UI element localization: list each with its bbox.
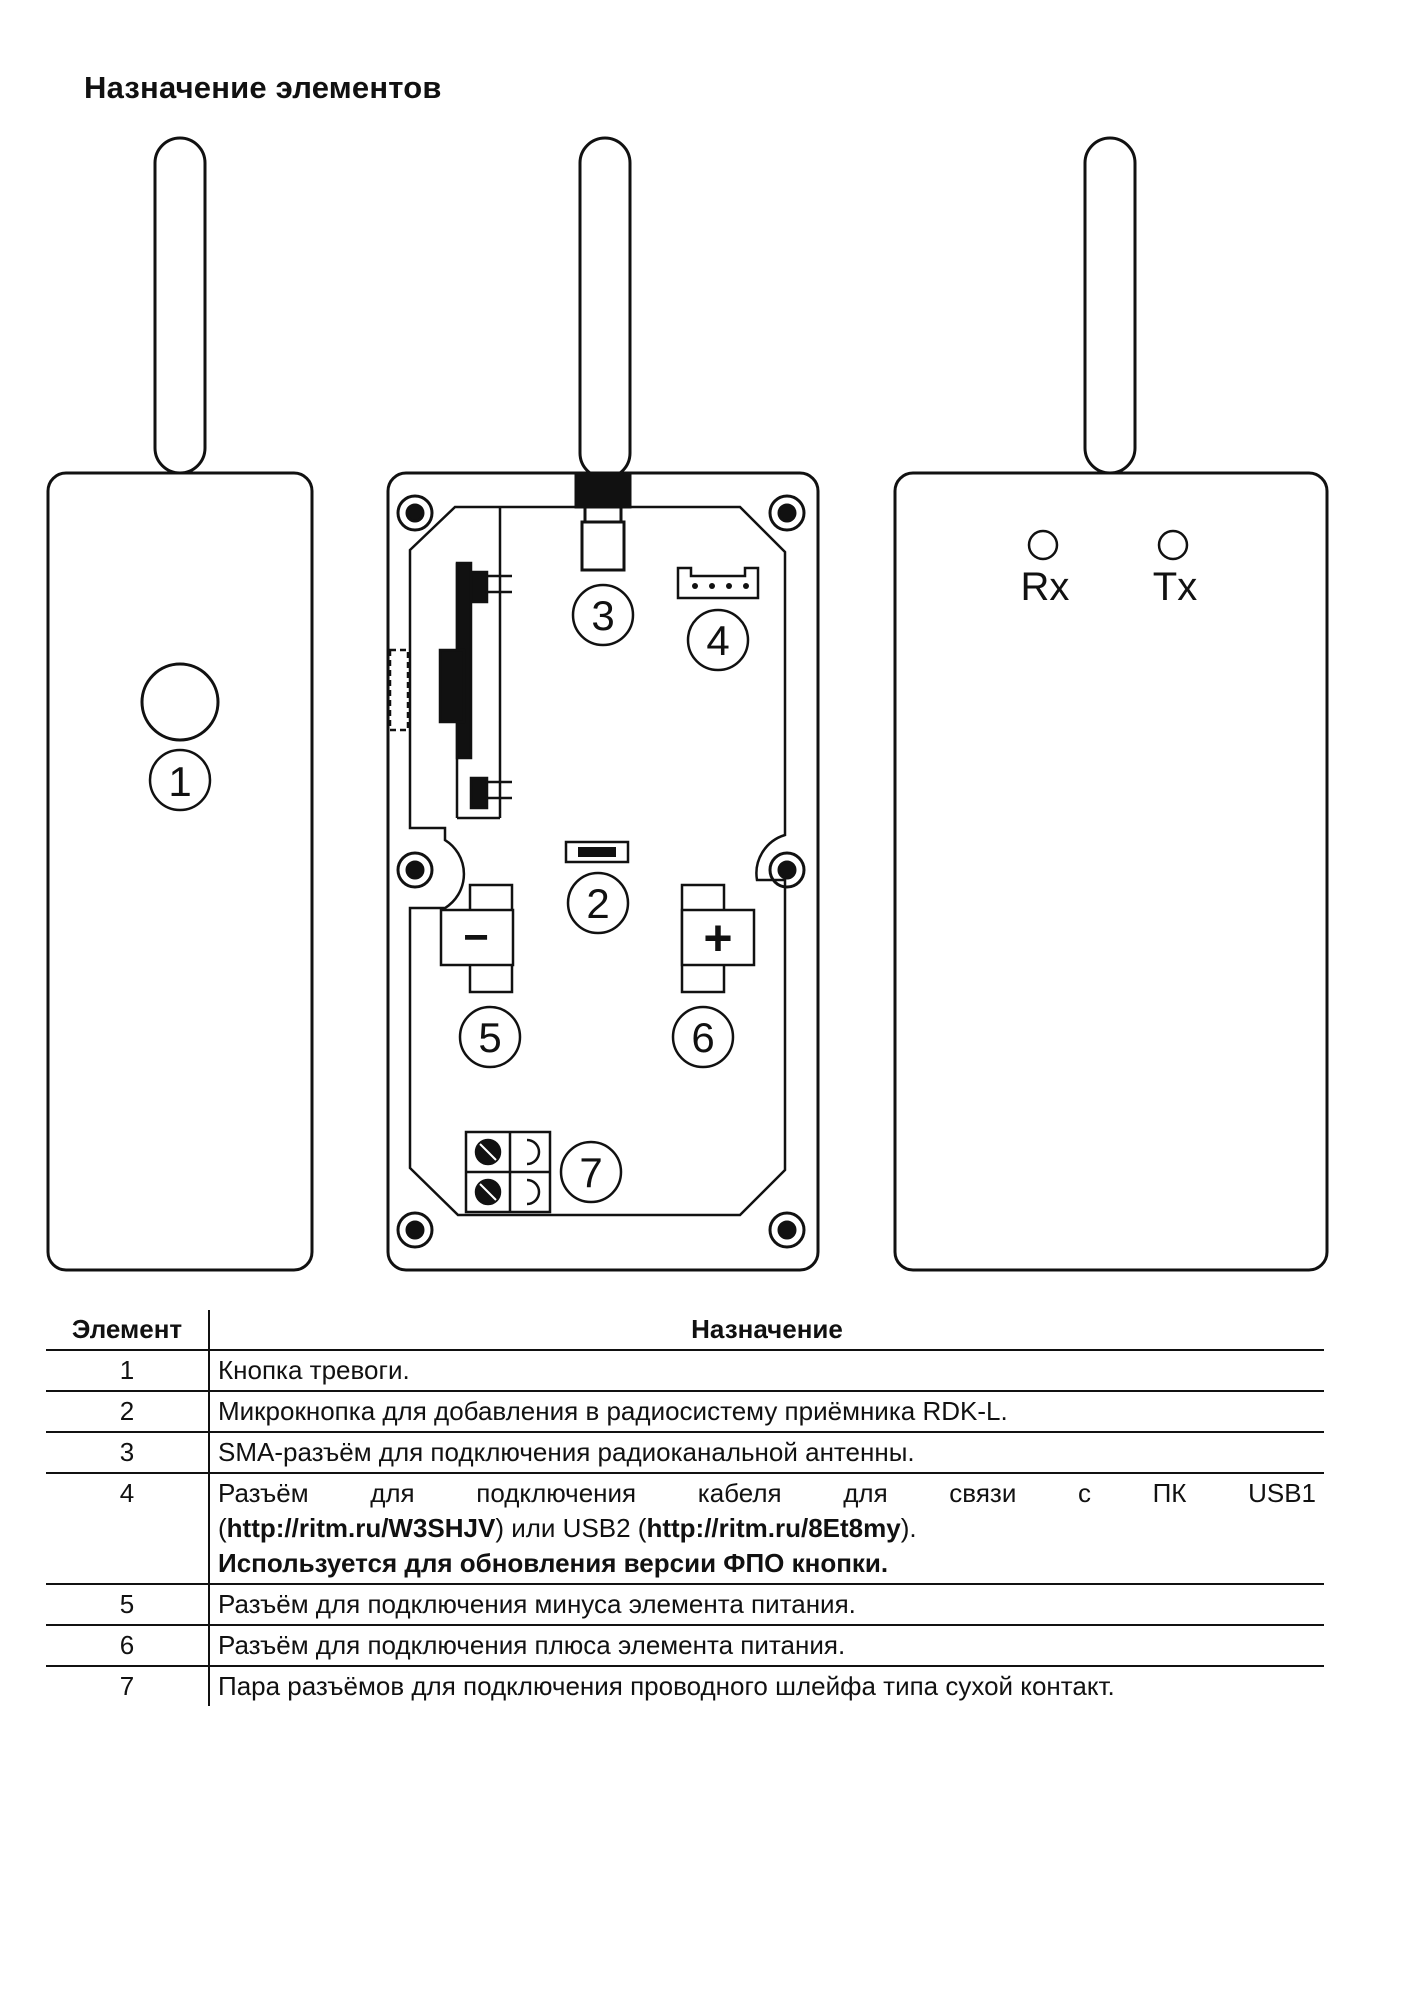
device-diagram: 1	[46, 136, 1329, 1272]
row-number: 4	[46, 1473, 210, 1585]
table-row: 6 Разъём для подключения плюса элемента …	[46, 1625, 1324, 1667]
callout-circle-6	[671, 1005, 735, 1069]
front-body	[46, 471, 314, 1272]
row-number: 5	[46, 1584, 210, 1626]
row4-line1: Разъём для подключения кабеля для связи …	[218, 1478, 1316, 1508]
micro-button	[564, 840, 630, 864]
usb2-link[interactable]: http://ritm.ru/8Et8my	[646, 1513, 901, 1543]
callout-circle-5	[458, 1005, 522, 1069]
header-purpose: Назначение	[209, 1310, 1324, 1351]
row4-line2: (http://ritm.ru/W3SHJV) или USB2 (http:/…	[218, 1513, 917, 1543]
back-body	[893, 471, 1329, 1272]
row-number: 3	[46, 1432, 210, 1474]
inside-body	[386, 471, 820, 1272]
minus-terminal: −	[439, 883, 515, 994]
sma-connector	[574, 473, 632, 572]
callout-circle-3	[571, 583, 635, 647]
svg-text:+: +	[703, 910, 732, 966]
callout-6: 6	[691, 1014, 714, 1061]
table-row: 1 Кнопка тревоги.	[46, 1350, 1324, 1392]
callout-1: 1	[168, 758, 191, 805]
alarm-button-outline	[140, 662, 220, 742]
callout-4: 4	[706, 617, 729, 664]
callout-2: 2	[586, 880, 609, 927]
row-number: 1	[46, 1350, 210, 1392]
svg-text:−: −	[463, 913, 489, 962]
row-description: Микрокнопка для добавления в радиосистем…	[209, 1391, 1324, 1433]
row-number: 6	[46, 1625, 210, 1667]
plus-terminal: +	[680, 883, 756, 994]
row4-line3: Используется для обновления версии ФПО к…	[218, 1548, 889, 1578]
tx-label: Tx	[1153, 565, 1197, 609]
row-description: Разъём для подключения минуса элемента п…	[209, 1584, 1324, 1626]
callout-circle-1	[148, 748, 212, 812]
table-header-row: Элемент Назначение	[46, 1310, 1324, 1351]
table-row: 5 Разъём для подключения минуса элемента…	[46, 1584, 1324, 1626]
elements-table: Элемент Назначение 1 Кнопка тревоги. 2 М…	[46, 1310, 1324, 1706]
callout-3: 3	[591, 592, 614, 639]
tx-led-icon	[1157, 529, 1189, 561]
inside-antenna	[578, 136, 632, 480]
board-outline	[408, 505, 787, 1217]
screw-terminal-block	[464, 1130, 552, 1214]
header-element: Элемент	[46, 1310, 210, 1351]
callout-circle-7	[559, 1140, 623, 1204]
callout-circle-4	[686, 608, 750, 672]
row-description: Пара разъёмов для подключения проводного…	[218, 1671, 1115, 1701]
table-row: 7 Пара разъёмов для подключения проводно…	[46, 1666, 1324, 1706]
inside-view: 3 4 2 − 5 + 6	[386, 136, 820, 1272]
back-antenna	[1083, 136, 1137, 475]
table-row: 4 Разъём для подключения кабеля для связ…	[46, 1473, 1324, 1585]
front-antenna	[153, 136, 207, 475]
usb-header	[676, 566, 760, 600]
row-description: Кнопка тревоги.	[209, 1350, 1324, 1392]
side-switch	[388, 507, 512, 820]
table-row: 3 SMA-разъём для подключения радиоканаль…	[46, 1432, 1324, 1474]
back-view: Rx Tx	[893, 136, 1329, 1272]
row-description: Разъём для подключения кабеля для связи …	[209, 1473, 1324, 1585]
row-number: 7	[46, 1666, 210, 1706]
usb1-link[interactable]: http://ritm.ru/W3SHJV	[226, 1513, 496, 1543]
rx-led-icon	[1027, 529, 1059, 561]
callout-7: 7	[579, 1149, 602, 1196]
mounting-holes	[396, 494, 806, 1249]
row-number: 2	[46, 1391, 210, 1433]
front-view: 1	[46, 136, 314, 1272]
table-row: 2 Микрокнопка для добавления в радиосист…	[46, 1391, 1324, 1433]
row-description: Разъём для подключения плюса элемента пи…	[209, 1625, 1324, 1667]
row-description: SMA-разъём для подключения радиоканально…	[209, 1432, 1324, 1474]
rx-label: Rx	[1021, 565, 1070, 609]
callout-circle-2	[566, 871, 630, 935]
page-title: Назначение элементов	[84, 70, 442, 105]
callout-5: 5	[478, 1014, 501, 1061]
